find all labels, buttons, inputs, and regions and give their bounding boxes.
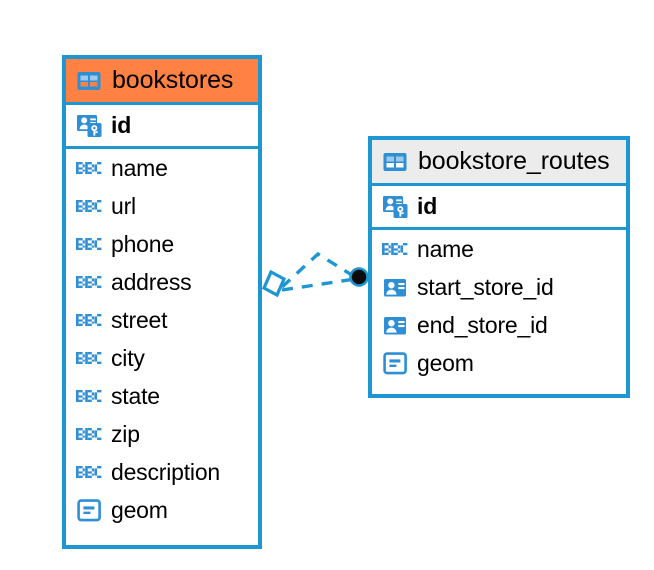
foreign-key-icon bbox=[381, 273, 409, 301]
text-type-icon bbox=[75, 420, 103, 448]
field-row-phone[interactable]: phone bbox=[66, 225, 258, 263]
entity-title: bookstore_routes bbox=[418, 147, 610, 175]
relationship-lines bbox=[280, 251, 356, 292]
relationship-target-circle-marker bbox=[349, 267, 369, 287]
foreign-key-icon bbox=[381, 311, 409, 339]
field-row-name[interactable]: name bbox=[66, 149, 258, 187]
relationship-source-diamond-marker bbox=[261, 269, 287, 298]
field-row-id[interactable]: id bbox=[372, 186, 626, 230]
field-row-start-store-id[interactable]: start_store_id bbox=[372, 268, 626, 306]
primary-key-icon bbox=[75, 112, 103, 140]
field-label: phone bbox=[111, 230, 174, 257]
primary-key-icon bbox=[381, 193, 409, 221]
field-label: street bbox=[111, 306, 168, 333]
field-label: geom bbox=[111, 496, 168, 523]
field-row-zip[interactable]: zip bbox=[66, 415, 258, 453]
field-row-city[interactable]: city bbox=[66, 339, 258, 377]
field-label: state bbox=[111, 382, 160, 409]
text-type-icon bbox=[75, 268, 103, 296]
text-type-icon bbox=[381, 235, 409, 263]
entity-bookstores[interactable]: bookstores id bbox=[62, 55, 262, 549]
table-icon bbox=[75, 67, 103, 95]
field-row-address[interactable]: address bbox=[66, 263, 258, 301]
field-row-street[interactable]: street bbox=[66, 301, 258, 339]
entity-bookstore-routes[interactable]: bookstore_routes id bbox=[368, 136, 630, 398]
text-type-icon bbox=[75, 192, 103, 220]
text-type-icon bbox=[75, 154, 103, 182]
text-type-icon bbox=[75, 458, 103, 486]
field-label: name bbox=[417, 235, 474, 262]
field-label: url bbox=[111, 192, 136, 219]
field-row-end-store-id[interactable]: end_store_id bbox=[372, 306, 626, 344]
geometry-type-icon bbox=[75, 496, 103, 524]
text-type-icon bbox=[75, 344, 103, 372]
field-row-geom[interactable]: geom bbox=[66, 491, 258, 529]
field-label: description bbox=[111, 458, 221, 485]
field-label: end_store_id bbox=[417, 311, 548, 338]
field-row-state[interactable]: state bbox=[66, 377, 258, 415]
field-label: start_store_id bbox=[417, 273, 554, 300]
field-label: id bbox=[111, 112, 132, 138]
field-label: name bbox=[111, 154, 168, 181]
text-type-icon bbox=[75, 306, 103, 334]
text-type-icon bbox=[75, 382, 103, 410]
text-type-icon bbox=[75, 230, 103, 258]
table-icon bbox=[381, 148, 409, 176]
field-row-geom[interactable]: geom bbox=[372, 344, 626, 382]
field-label: id bbox=[417, 193, 438, 219]
field-row-description[interactable]: description bbox=[66, 453, 258, 491]
entity-title: bookstores bbox=[112, 66, 234, 94]
entity-header-bookstore-routes: bookstore_routes bbox=[372, 140, 626, 186]
geometry-type-icon bbox=[381, 349, 409, 377]
field-row-url[interactable]: url bbox=[66, 187, 258, 225]
field-label: zip bbox=[111, 420, 140, 447]
field-label: address bbox=[111, 268, 192, 295]
field-row-name[interactable]: name bbox=[372, 230, 626, 268]
field-row-id[interactable]: id bbox=[66, 105, 258, 149]
field-label: city bbox=[111, 344, 145, 371]
field-label: geom bbox=[417, 349, 474, 376]
entity-header-bookstores: bookstores bbox=[66, 59, 258, 105]
